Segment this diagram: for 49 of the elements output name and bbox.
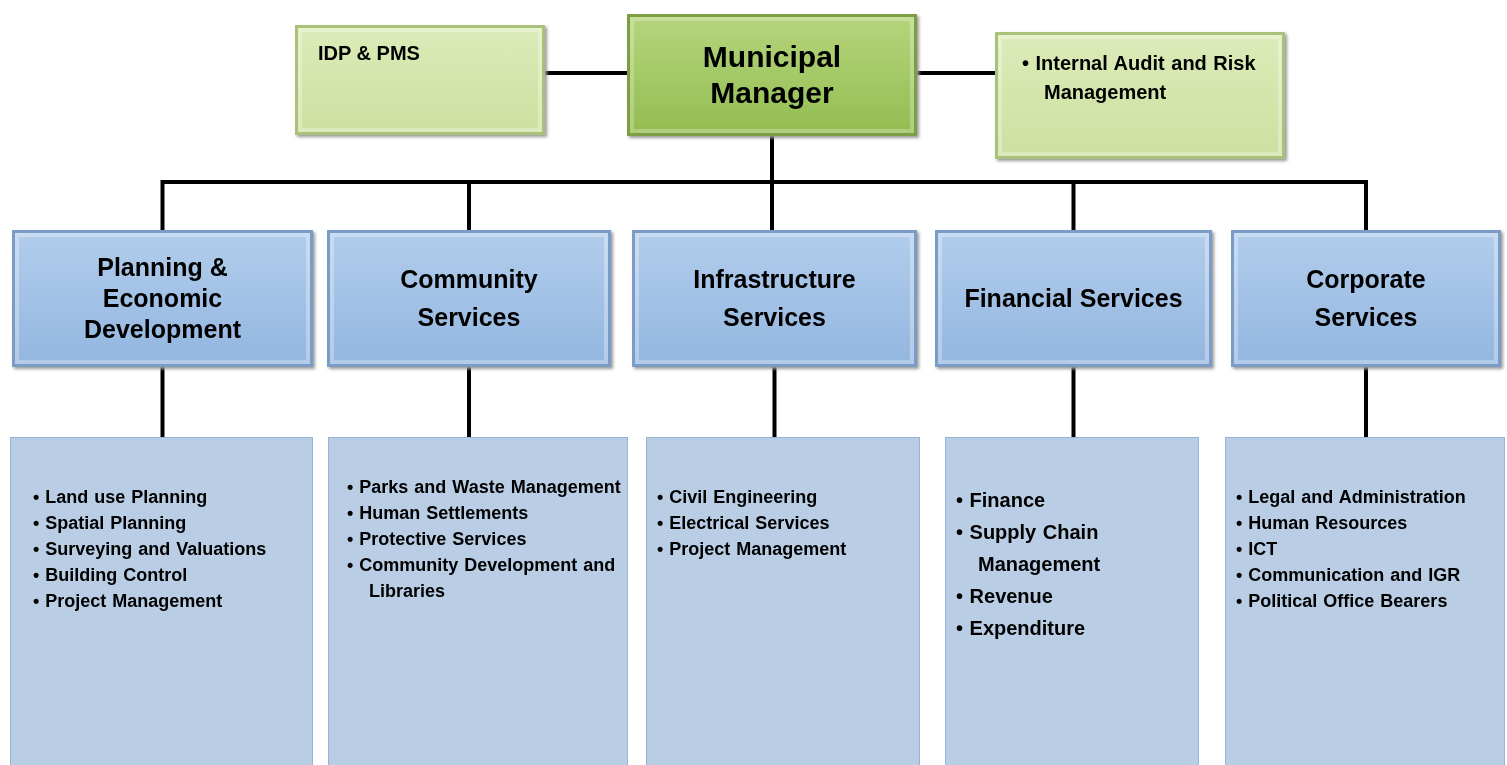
connector-line [772,367,777,437]
list-item: • ICT [1236,538,1279,562]
connector-line [1364,367,1368,437]
list-item: • Project Management [33,590,224,614]
list-item: • Protective Services [347,528,528,552]
box-title: Municipal Manager [701,39,843,111]
list-item: • Civil Engineering [657,486,819,509]
list-item: • Human Settlements [347,502,530,526]
connector-line [545,71,627,75]
list-item: • Human Resources [1236,512,1409,536]
box-title: Planning & Economic Development [83,251,242,346]
department-box [1231,230,1501,367]
list-panel [646,437,920,765]
connector-line [160,367,165,437]
list-item: • Electrical Services [657,512,831,536]
list-item: • Building Control [33,564,189,588]
connector-line [467,367,471,437]
department-box [12,230,313,367]
box-title: Corporate Services [1305,264,1427,333]
manager-box [627,14,917,136]
box-title: Financial Services [964,282,1183,314]
list-item: • Community Development and Libraries [347,554,617,604]
list-panel [1225,437,1505,765]
list-item: • Internal Audit and Risk Management [1022,51,1257,105]
list-item: • Political Office Bearers [1236,590,1449,614]
list-item: • Surveying and Valuations [33,538,268,562]
unit-box [995,32,1285,159]
list-item: • Land use Planning [33,486,209,509]
list-item: • Legal and Administration [1236,486,1467,509]
list-item: • Revenue [956,584,1054,609]
unit-box [295,25,545,135]
connector-line [1071,367,1076,437]
list-item: • Expenditure [956,616,1087,641]
list-panel [10,437,313,765]
list-panel [945,437,1199,765]
department-box [632,230,917,367]
list-item: • Communication and IGR [1236,564,1462,588]
list-panel [328,437,628,765]
list-item: • Project Management [657,538,848,562]
box-title: IDP & PMS [318,42,421,65]
box-title: Infrastructure Services [692,264,857,333]
list-item: • Supply Chain Management [956,520,1102,577]
list-item: • Spatial Planning [33,512,188,536]
department-box [327,230,611,367]
list-item: • Parks and Waste Management [347,476,622,499]
connector-line [917,71,995,75]
box-title: Community Services [399,264,539,333]
list-item: • Finance [956,488,1047,513]
department-box [935,230,1212,367]
